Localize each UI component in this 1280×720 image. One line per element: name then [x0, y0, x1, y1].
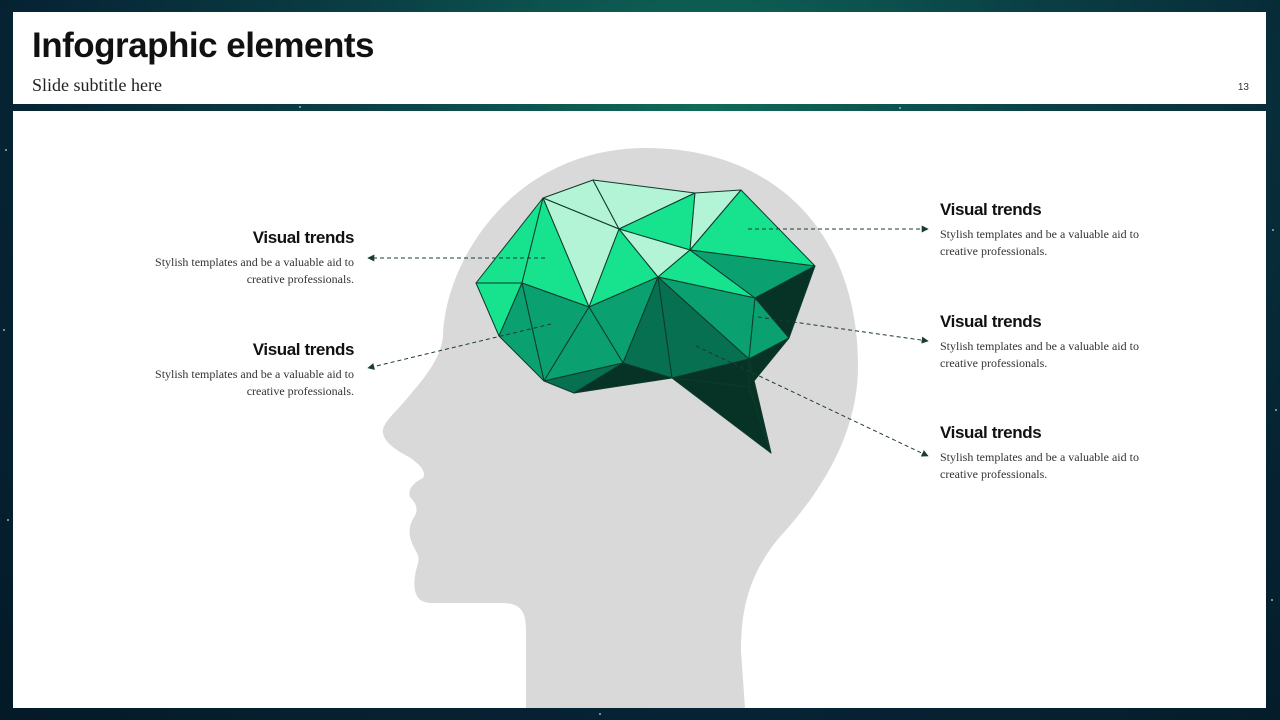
- connector-arrows: [367, 225, 929, 457]
- callout-title: Visual trends: [252, 340, 355, 359]
- callout-right-top: Visual trends Stylish templates and be a…: [940, 200, 1165, 260]
- callout-left-top: Visual trends Stylish templates and be a…: [129, 228, 354, 288]
- callout-title: Visual trends: [940, 423, 1042, 442]
- callout-title: Visual trends: [940, 200, 1042, 219]
- brain-facet: [498, 282, 545, 382]
- polygon-brain: [475, 179, 816, 454]
- page-number: 13: [1237, 82, 1249, 93]
- brain-facet: [573, 362, 673, 394]
- callout-left-bottom: Visual trends Stylish templates and be a…: [129, 340, 354, 400]
- arrow-left-bottom: [367, 323, 552, 370]
- callout-text: Stylish templates and be a valuable aid …: [940, 450, 1139, 481]
- callout-title: Visual trends: [252, 228, 355, 247]
- callout-right-bottom: Visual trends Stylish templates and be a…: [940, 423, 1165, 483]
- callout-text: Stylish templates and be a valuable aid …: [940, 339, 1139, 370]
- callout-text: Stylish templates and be a valuable aid …: [155, 367, 354, 398]
- head-brain-diagram: [367, 148, 929, 708]
- callout-right-middle: Visual trends Stylish templates and be a…: [940, 312, 1165, 372]
- slide-content: Visual trends Stylish templates and be a…: [13, 111, 1266, 708]
- callout-text: Stylish templates and be a valuable aid …: [155, 255, 354, 286]
- slide-subtitle: Slide subtitle here: [32, 75, 162, 95]
- slide-title: Infographic elements: [32, 26, 375, 65]
- slide-header: Infographic elements Slide subtitle here…: [13, 12, 1266, 104]
- callout-title: Visual trends: [940, 312, 1042, 331]
- arrow-right-middle: [757, 316, 929, 344]
- arrow-right-bottom: [695, 345, 929, 457]
- brain-facet: [748, 358, 772, 454]
- callout-text: Stylish templates and be a valuable aid …: [940, 227, 1139, 258]
